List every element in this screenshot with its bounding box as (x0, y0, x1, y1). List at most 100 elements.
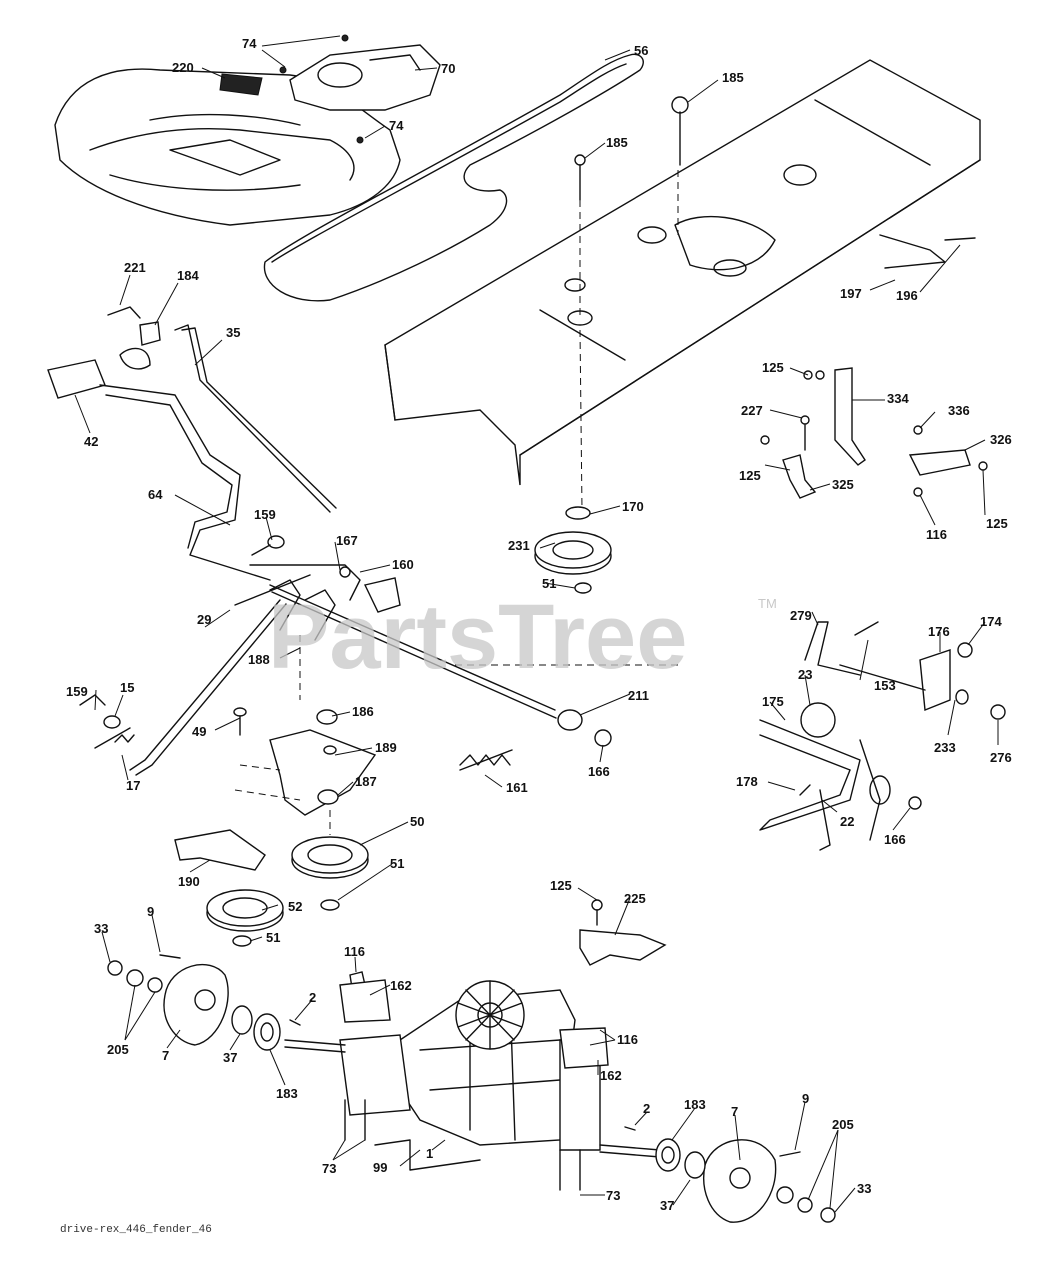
callout-label: 326 (990, 432, 1012, 447)
alignment-lines (234, 170, 680, 835)
callout-label: 197 (840, 286, 862, 301)
callout-label: 22 (840, 814, 854, 829)
callout-label: 205 (107, 1042, 129, 1057)
callout-label: 231 (508, 538, 530, 553)
callout-label: 73 (322, 1161, 336, 1176)
callout-label: 9 (147, 904, 154, 919)
callout-label: 159 (66, 684, 88, 699)
callout-label: 276 (990, 750, 1012, 765)
callout-label: 1 (426, 1146, 433, 1161)
callout-label: 49 (192, 724, 206, 739)
callout-label: 7 (162, 1048, 169, 1063)
callout-label: 162 (390, 978, 412, 993)
callout-label: 166 (588, 764, 610, 779)
trademark: TM (758, 596, 777, 611)
callout-label: 33 (857, 1181, 871, 1196)
screw-part (279, 34, 364, 144)
callout-label: 162 (600, 1068, 622, 1083)
drawing-id: drive-rex_446_fender_46 (60, 1224, 212, 1236)
drive-belt-part (263, 53, 644, 302)
hub-part (163, 964, 777, 1223)
callout-label: 196 (896, 288, 918, 303)
callout-label: 64 (148, 487, 163, 502)
frame-part (384, 59, 981, 486)
control-linkage-right-part (759, 621, 1006, 851)
watermark: PartsTree (268, 586, 687, 688)
callout-label: 7 (731, 1104, 738, 1119)
callout-label: 334 (887, 391, 909, 406)
callout-labels: 74 56 220 70 185 74 185 221 184 35 197 1… (66, 36, 1012, 1213)
callout-label: 73 (606, 1188, 620, 1203)
callout-label: 184 (177, 268, 199, 283)
callout-label: 125 (550, 878, 572, 893)
callout-label: 125 (762, 360, 784, 375)
callout-label: 188 (248, 652, 270, 667)
callout-label: 279 (790, 608, 812, 623)
belt-guide-part (174, 829, 266, 871)
callout-label: 325 (832, 477, 854, 492)
callout-label: 116 (617, 1032, 638, 1047)
callout-label: 2 (643, 1101, 650, 1116)
callout-label: 189 (375, 740, 397, 755)
callout-label: 17 (126, 778, 140, 793)
callout-label: 29 (197, 612, 211, 627)
callout-label: 37 (660, 1198, 674, 1213)
pulley-part (206, 506, 612, 947)
callout-label: 99 (373, 1160, 387, 1175)
callout-label: 185 (722, 70, 744, 85)
brake-linkage-part (47, 306, 337, 581)
callout-label: 220 (172, 60, 194, 75)
callout-label: 187 (355, 774, 377, 789)
bracket-right-part (760, 367, 988, 499)
callout-label: 233 (934, 740, 956, 755)
callout-label: 221 (124, 260, 146, 275)
callout-label: 176 (928, 624, 950, 639)
seat-pan-part (289, 44, 441, 111)
callout-label: 51 (266, 930, 280, 945)
callout-label: 178 (736, 774, 758, 789)
hardware-part (107, 954, 836, 1223)
callout-label: 170 (622, 499, 644, 514)
callout-label: 153 (874, 678, 896, 693)
shift-linkage-part (129, 535, 557, 776)
callout-label: 37 (223, 1050, 237, 1065)
callout-label: 160 (392, 557, 414, 572)
callout-label: 190 (178, 874, 200, 889)
idler-bracket-part (269, 709, 377, 816)
callout-label: 125 (739, 468, 761, 483)
mount-plate-part (579, 899, 667, 966)
callout-label: 185 (606, 135, 628, 150)
callout-label: 9 (802, 1091, 809, 1106)
callout-label: 159 (254, 507, 276, 522)
callout-label: 35 (226, 325, 240, 340)
callout-label: 52 (288, 899, 302, 914)
callout-label: 211 (628, 688, 649, 703)
callout-label: 125 (986, 516, 1008, 531)
spring-part (79, 694, 513, 771)
callout-label: 225 (624, 891, 646, 906)
callout-label: 33 (94, 921, 108, 936)
callout-label: 56 (634, 43, 648, 58)
callout-label: 50 (410, 814, 424, 829)
callout-label: 23 (798, 667, 812, 682)
callout-label: 15 (120, 680, 134, 695)
callout-label: 161 (506, 780, 528, 795)
transaxle-part (284, 980, 661, 1158)
washer-part (103, 707, 612, 747)
callout-label: 51 (542, 576, 556, 591)
callout-label: 183 (276, 1086, 298, 1101)
callout-label: 167 (336, 533, 358, 548)
callout-label: 174 (980, 614, 1002, 629)
callout-label: 227 (741, 403, 763, 418)
decal-part (219, 73, 263, 96)
callout-label: 186 (352, 704, 374, 719)
callout-label: 336 (948, 403, 970, 418)
leader-lines (74, 35, 999, 1213)
callout-label: 175 (762, 694, 784, 709)
callout-label: 51 (390, 856, 404, 871)
callout-label: 70 (441, 61, 455, 76)
callout-label: 166 (884, 832, 906, 847)
callout-label: 116 (926, 527, 947, 542)
callout-label: 205 (832, 1117, 854, 1132)
